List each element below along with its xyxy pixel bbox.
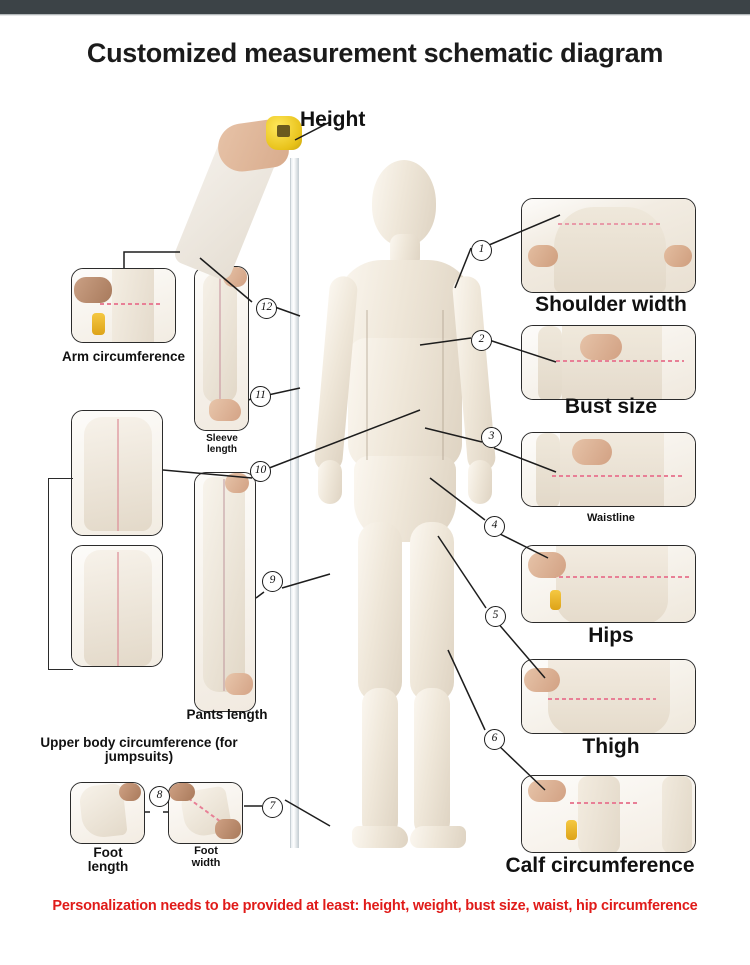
foot-width-line2: width: [191, 856, 221, 869]
foot-length-line2: length: [87, 859, 129, 875]
photo-bust-size: [521, 325, 696, 400]
photo-foot-length: [70, 782, 145, 844]
caption-thigh: Thigh: [582, 735, 640, 758]
photo-hips: [521, 545, 696, 623]
page-title: Customized measurement schematic diagram: [86, 38, 664, 68]
callout-number-7: 7: [262, 797, 283, 818]
height-tape: [290, 158, 299, 848]
caption-pants-length: Pants length: [186, 707, 268, 722]
callout-number-2: 2: [471, 330, 492, 351]
top-dark-bar: [0, 0, 750, 14]
caption-calf-circumference: Calf circumference: [505, 854, 695, 877]
height-label: Height: [300, 108, 366, 131]
callout-number-10: 10: [250, 461, 271, 482]
caption-upper-body-circumference: Upper body circumference (for jumpsuits): [40, 735, 238, 765]
caption-waistline: Waistline: [587, 512, 635, 524]
photo-pants-length: [194, 472, 256, 712]
caption-foot-width: Foot width: [166, 845, 246, 869]
top-bar-edge: [0, 14, 750, 16]
callout-number-12: 12: [256, 298, 277, 319]
caption-shoulder-width: Shoulder width: [535, 293, 687, 316]
photo-thigh: [521, 659, 696, 734]
photo-upper-body-back: [71, 545, 163, 667]
footnote-text: Personalization needs to be provided at …: [52, 898, 698, 914]
sleeve-length-line1: Sleeve: [206, 433, 238, 444]
callout-number-3: 3: [481, 427, 502, 448]
caption-foot-length: Foot length: [68, 845, 148, 875]
callout-number-1: 1: [471, 240, 492, 261]
foot-width-line1: Foot: [194, 845, 218, 857]
foot-length-line1: Foot: [93, 845, 123, 860]
caption-hips: Hips: [588, 624, 634, 647]
callout-number-8: 8: [149, 786, 170, 807]
callout-number-4: 4: [484, 516, 505, 537]
callout-number-5: 5: [485, 606, 506, 627]
callout-number-9: 9: [262, 571, 283, 592]
caption-sleeve-length: Sleeve length: [192, 433, 252, 455]
photo-arm-circumference: [71, 268, 176, 343]
photo-shoulder-width: [521, 198, 696, 293]
caption-bust-size: Bust size: [564, 395, 658, 418]
photo-sleeve-length: [194, 266, 249, 431]
photo-foot-width: [168, 782, 243, 844]
sleeve-length-line2: length: [207, 443, 237, 455]
photo-waistline: [521, 432, 696, 507]
photo-calf-circumference: [521, 775, 696, 853]
caption-arm-circumference: Arm circumference: [61, 349, 186, 364]
upper-body-bracket: [48, 478, 73, 670]
tape-measure-icon: [266, 116, 302, 150]
mannequin-figure: [300, 160, 510, 860]
callout-number-6: 6: [484, 729, 505, 750]
photo-upper-body-front: [71, 410, 163, 536]
callout-number-11: 11: [250, 386, 271, 407]
